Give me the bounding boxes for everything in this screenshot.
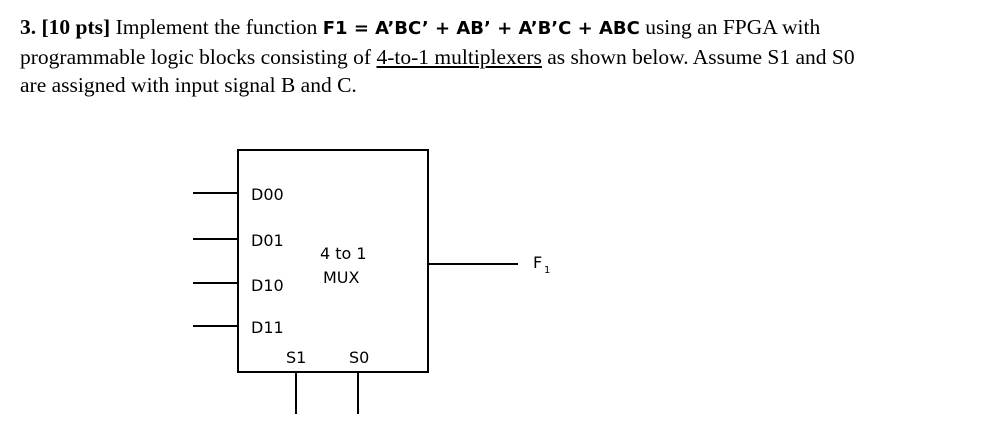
question-line2-end: as shown below. Assume S1 and S0: [547, 45, 855, 69]
mux-block: [237, 149, 429, 373]
select-label-s1: S1: [286, 348, 306, 367]
question-points: [10 pts]: [41, 15, 111, 39]
question-after-formula: using an FPGA with: [645, 15, 821, 39]
question-number: 3.: [20, 15, 37, 39]
question-line2-start: programmable logic blocks consisting of: [20, 45, 372, 69]
question-line-1: 3. [10 pts] Implement the function F1 = …: [20, 13, 975, 43]
input-label-d10: D10: [251, 276, 284, 295]
output-subscript: 1: [544, 265, 550, 276]
mux-title-line1: 4 to 1: [320, 244, 367, 263]
question-intro: Implement the function: [115, 15, 318, 39]
input-label-d00: D00: [251, 185, 284, 204]
question-text: 3. [10 pts] Implement the function F1 = …: [20, 13, 975, 99]
multiplexer-term: 4-to-1 multiplexers: [376, 45, 542, 69]
mux-title-line2: MUX: [323, 268, 360, 287]
output-label: F: [533, 253, 542, 272]
question-line-3: are assigned with input signal B and C.: [20, 73, 357, 97]
input-label-d01: D01: [251, 231, 284, 250]
input-label-d11: D11: [251, 318, 284, 337]
function-formula: F1 = A’BC’ + AB’ + A’B’C + ABC: [322, 18, 640, 39]
question-line-2: programmable logic blocks consisting of …: [20, 43, 975, 71]
select-label-s0: S0: [349, 348, 369, 367]
